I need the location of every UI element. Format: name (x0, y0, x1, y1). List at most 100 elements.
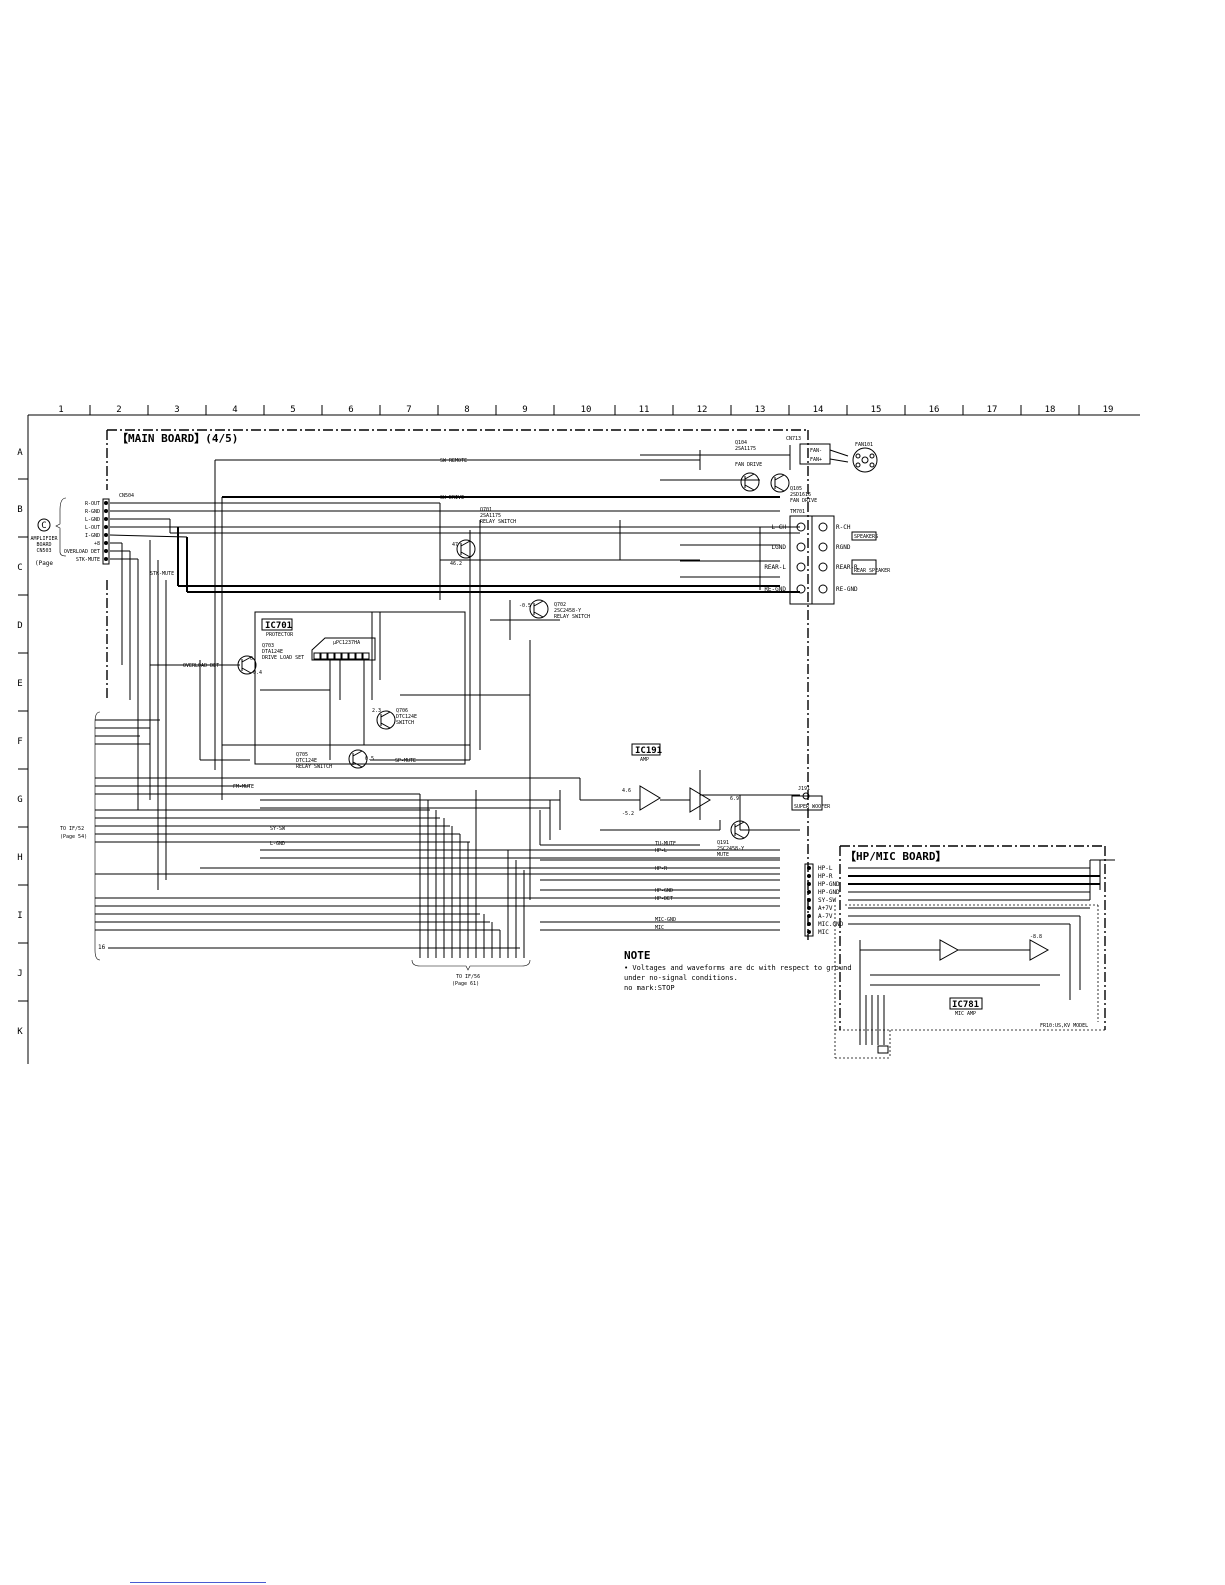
q705-ref: Q705 (296, 752, 308, 758)
col-6: 6 (348, 405, 353, 415)
q104-name: 2SA1175 (735, 446, 756, 452)
hp-mic-board: 【HP/MIC BOARD】 FR10:US,KV MODEL HP-L HP-… (818, 845, 1115, 1059)
sig-hp-det: HP-DET (655, 896, 673, 902)
hp-mic-board-title: 【HP/MIC BOARD】 (845, 850, 946, 863)
sig-fm-mute: FM-MUTE (233, 784, 254, 790)
transistor-q703: Q703 DTA124E DRIVE LOAD SET (237, 643, 304, 675)
sig-sw-drive: SW DRIVE (440, 495, 464, 501)
sig-l-gnd: L-GND (270, 841, 285, 847)
row-labels: A B C D E F G H I J K (17, 448, 23, 1037)
q702-ref: Q702 (554, 602, 566, 608)
c-pin-overload: OVERLOAD DET (64, 549, 100, 555)
v-q703-a: 0 (250, 656, 253, 662)
q702-name: 2SC2458-Y (554, 608, 581, 614)
fan-ref: FAN101 (855, 442, 873, 448)
col-19: 19 (1103, 405, 1114, 415)
q191-function: MUTE (717, 852, 729, 858)
ic191-label: IC191 (635, 746, 662, 756)
row-a: A (17, 448, 23, 458)
cn504-ref: CN504 (119, 493, 134, 499)
sig-sp-mute: SP-MUTE (395, 758, 416, 764)
connector-c-line-1: AMPLIFIER (30, 536, 58, 542)
speaker-terminal: TM701 L-CH LGND REAR-L RE-GND R-CH RGND … (764, 509, 891, 605)
c-pin-plus8: +8 (94, 541, 100, 547)
to-board-left: TO IF/52 (Page 54) (60, 826, 87, 840)
q706-function: SWITCH (396, 720, 414, 726)
sig-hp-gnd: HP-GND (655, 888, 673, 894)
to-board-left-line-1: TO IF/52 (60, 826, 84, 832)
col-17: 17 (987, 405, 998, 415)
super-woofer-jack: J191 SUPER WOOFER (791, 786, 831, 811)
ic191-function: AMP (640, 757, 649, 763)
main-wiring (94, 445, 800, 971)
to-board-left-line-2: (Page 54) (60, 834, 87, 840)
q705-function: RELAY SWITCH (296, 764, 332, 770)
sig-stk-mute: STK-MUTE (150, 571, 174, 577)
col-10: 10 (581, 405, 592, 415)
c-pin-l-gnd: L-GND (85, 517, 100, 523)
q104-ref: Q104 (735, 440, 747, 446)
ic781-label: IC781 (952, 1000, 979, 1010)
col-4: 4 (232, 405, 237, 415)
ic701-function: PROTECTOR (266, 632, 294, 638)
ic701-part: μPC1237HA (333, 640, 360, 646)
v-q701-a: 47 (452, 542, 458, 548)
cn106-pin-mic: MIC (818, 929, 829, 936)
transistor-q702: Q702 2SC2458-Y RELAY SWITCH (529, 599, 590, 620)
to-board-bottom-line-1: TO IF/56 (456, 974, 480, 980)
col-7: 7 (406, 405, 411, 415)
cn106 (804, 863, 814, 937)
cn106-pin-hp-l: HP-L (818, 865, 833, 872)
rear-speaker-label: REAR SPEAKER (854, 568, 891, 574)
v-ic191-neg: -5.2 (622, 811, 634, 817)
main-board-outline (106, 429, 809, 940)
v-q705: 0.5 (365, 756, 374, 762)
ic781-function: MIC AMP (955, 1011, 976, 1017)
col-16: 16 (929, 405, 940, 415)
connector-c: C AMPLIFIER BOARD CN503 (Page CN504 R-OU… (30, 493, 134, 567)
q105-ref: Q105 (790, 486, 802, 492)
c-pin-l-out: L-OUT (85, 525, 100, 531)
fan-101: CN713 FAN- FAN+ FAN101 (786, 436, 878, 473)
row-f: F (17, 737, 22, 747)
column-labels: 1 2 3 4 5 6 7 8 9 10 11 12 13 14 15 16 1… (58, 405, 1113, 415)
v-ic781: -8.8 (1030, 934, 1042, 940)
q105-name: 2SD1616 (790, 492, 811, 498)
q191-ref: Q191 (717, 840, 729, 846)
sig-mic: MIC (655, 925, 664, 931)
transistor-q191: Q191 2SC2458-Y MUTE (717, 820, 750, 858)
c-pin-r-out: R-OUT (85, 501, 100, 507)
transistor-q105: Q105 2SD1616 FAN DRIVE (770, 473, 817, 504)
row-k: K (17, 1027, 23, 1037)
connector-c-letter: C (41, 521, 46, 531)
transistor-q705: Q705 DTC124E RELAY SWITCH (296, 749, 368, 770)
sig-sy-sw: SY-SW (270, 826, 286, 832)
ic191: IC191 AMP (631, 743, 711, 813)
col-13: 13 (755, 405, 766, 415)
super-woofer-ref: J191 (798, 786, 810, 792)
connector-c-line-3: CN503 (36, 548, 51, 554)
tm-re-gnd-l: RE-GND (764, 586, 786, 593)
fan-pin-minus: FAN- (810, 448, 822, 454)
q104-function: FAN DRIVE (735, 462, 762, 468)
hp-mic-model-note: FR10:US,KV MODEL (1040, 1023, 1088, 1029)
col-1: 1 (58, 405, 63, 415)
fan-connector-ref: CN713 (786, 436, 801, 442)
tm-l-ch: L-CH (772, 524, 787, 531)
connector-c-symbol (37, 518, 51, 532)
row-e: E (17, 679, 22, 689)
col-15: 15 (871, 405, 882, 415)
q191-name: 2SC2458-Y (717, 846, 744, 852)
cn106-pin-mic-gnd: MIC.GND (818, 921, 844, 928)
q706-name: DTC124E (396, 714, 417, 720)
grid-frame (27, 414, 1140, 1064)
sig-sw-remote: SW REMOTE (440, 458, 467, 464)
page-footer-link[interactable] (130, 1582, 266, 1583)
col-2: 2 (116, 405, 121, 415)
row-d: D (17, 621, 22, 631)
q703-name: DTA124E (262, 649, 283, 655)
q706-ref: Q706 (396, 708, 408, 714)
col-9: 9 (522, 405, 527, 415)
q702-function: RELAY SWITCH (554, 614, 590, 620)
cn106-pin-sy-sw: SY-SW (818, 897, 836, 904)
